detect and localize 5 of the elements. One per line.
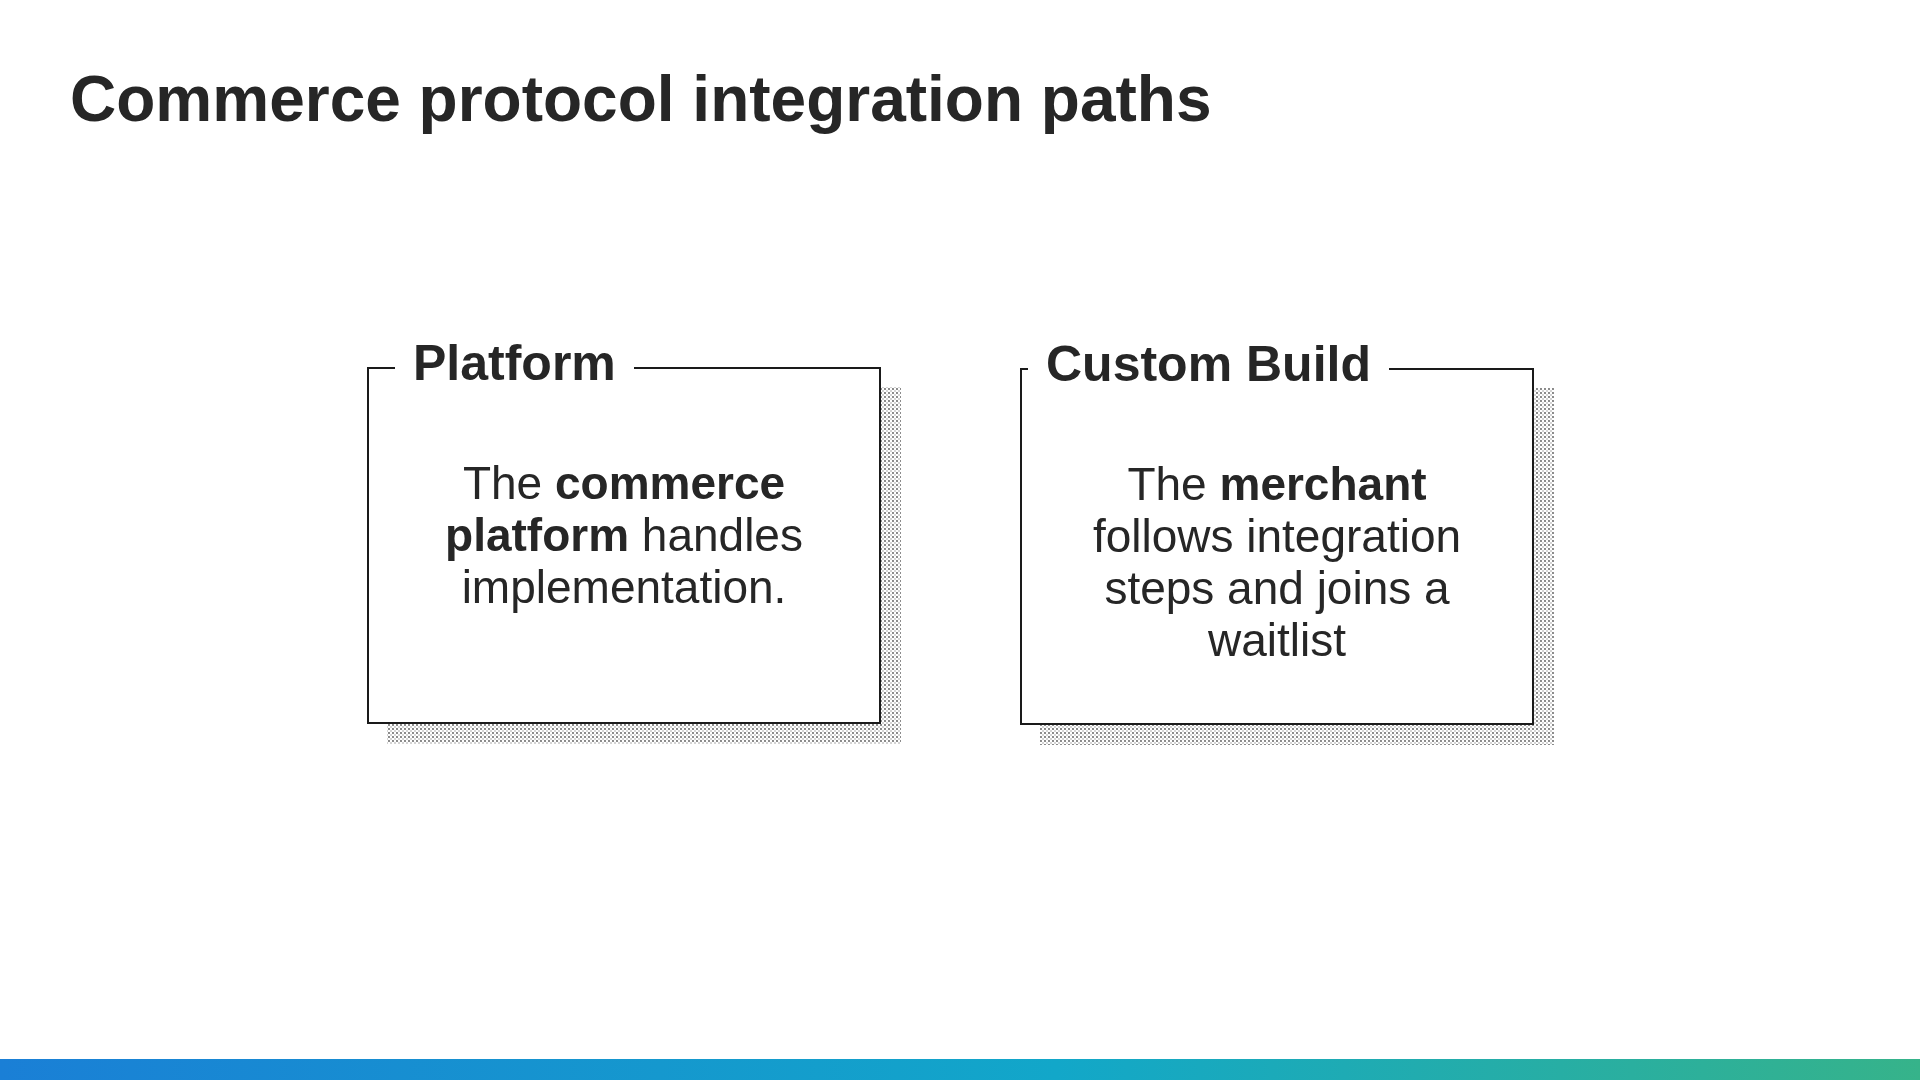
- card-heading: Platform: [412, 334, 617, 393]
- card-heading: Custom Build: [1045, 335, 1372, 394]
- slide-title: Commerce protocol integration paths: [70, 62, 1212, 136]
- card-description: The commerce platform handles implementation.: [444, 457, 804, 613]
- card-description: The merchant follows integration steps and joins a waitlist: [1091, 458, 1463, 666]
